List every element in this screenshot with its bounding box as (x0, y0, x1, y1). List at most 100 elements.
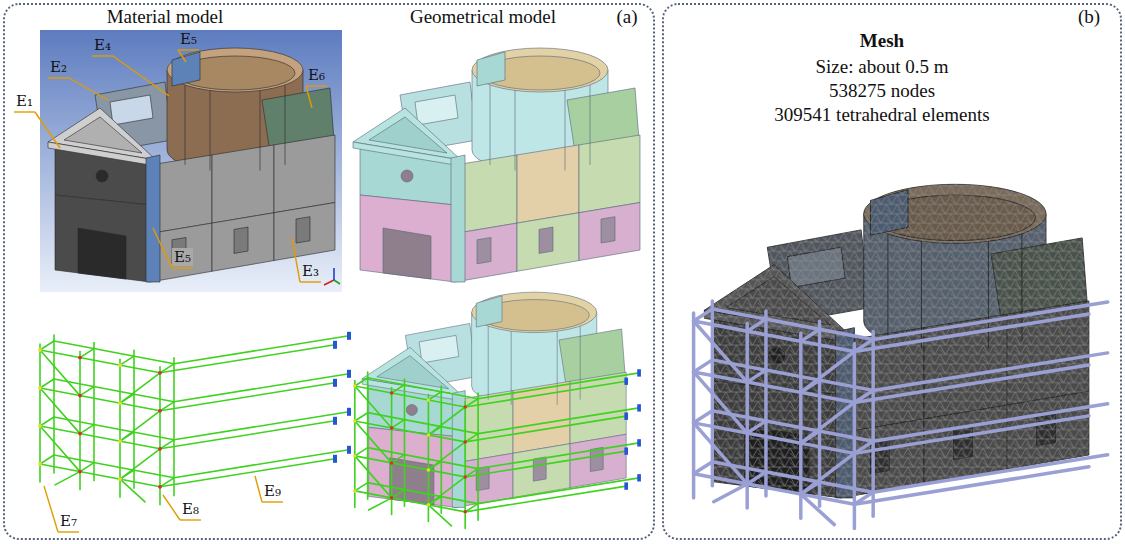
scaffold-member (369, 498, 392, 510)
joint-dot (78, 432, 82, 436)
scaffold-member (55, 472, 80, 485)
scaffold-member (712, 411, 873, 442)
wall-opening (539, 227, 553, 253)
component-label: E₅ (178, 30, 199, 48)
side-wall (212, 213, 274, 272)
drum-top (472, 292, 597, 332)
scaffold-member (160, 459, 335, 487)
figure-panel: Material modelGeometrical model(a) (3, 3, 655, 540)
joint-dot (390, 461, 393, 464)
rail-end (624, 447, 628, 454)
scaffold-member (873, 353, 1108, 391)
rail-end (624, 482, 628, 489)
scaffold-member (174, 412, 349, 440)
leader-line (35, 112, 60, 148)
scaffold-member (392, 455, 405, 463)
scaffold-member (428, 392, 441, 400)
facade (55, 195, 150, 282)
scaffold-member (80, 425, 94, 434)
pilaster-line (557, 331, 558, 405)
scaffold-member (355, 386, 392, 428)
drum-top (864, 184, 1046, 243)
side-wall (579, 203, 640, 261)
scaffold-member (478, 408, 639, 434)
material-model (48, 48, 335, 282)
scaffold-member (160, 383, 335, 411)
joint-dot (390, 496, 393, 499)
leader-lines (14, 50, 327, 532)
leader-line (180, 519, 201, 520)
component-label: E₄ (92, 36, 113, 54)
scaffold-member (355, 483, 368, 491)
side-wall (1007, 391, 1089, 469)
geometric-model (353, 48, 640, 282)
drum-top (472, 48, 608, 92)
drum-top (167, 48, 303, 92)
joint-dot (158, 371, 162, 375)
facade (360, 195, 455, 282)
scaffold-member (873, 455, 1108, 493)
joint-dot (118, 439, 122, 443)
scaffold-member (694, 372, 748, 433)
rail-end (333, 455, 337, 463)
scaffold-member (54, 417, 174, 440)
scaffold-member (428, 394, 430, 521)
round-window (406, 404, 417, 415)
leader-line (44, 486, 58, 532)
leader-line (48, 77, 69, 78)
component-label: E₂ (48, 58, 69, 76)
pilaster-line (285, 85, 286, 165)
scaffold-member (854, 314, 1089, 352)
wall-opening (296, 217, 310, 243)
rail-end (333, 341, 337, 349)
panel-text: 309541 tetrahedral elements (774, 105, 989, 125)
corner-strip (451, 155, 465, 282)
joint-dot (427, 398, 430, 401)
component-label: E₃ (300, 262, 321, 280)
cornice (353, 142, 461, 166)
scaffold-member (478, 443, 639, 469)
panel-text: Geometrical model (410, 7, 556, 27)
scaffold-member (465, 451, 626, 477)
scaffold-member (801, 352, 855, 393)
scaffold-member (747, 472, 766, 484)
joint-dot (463, 405, 466, 408)
component-label: E₇ (58, 512, 79, 530)
leader-line (255, 476, 262, 502)
scaffold-member (93, 343, 95, 481)
scaffold-member (694, 360, 713, 372)
rim-strip (477, 52, 505, 86)
scaffold-member (712, 360, 873, 391)
doorway (78, 228, 126, 279)
scaffold-member (80, 387, 94, 396)
scaffold-member (694, 411, 713, 423)
scaffold-member (39, 344, 41, 482)
scaffold-member (404, 379, 406, 506)
skylight (419, 335, 459, 363)
figure-panel: (b)MeshSize: about 0.5 m538275 nodes3095… (662, 3, 1122, 540)
joint-dot (78, 470, 82, 474)
joint-dot (353, 419, 356, 422)
panel-text: Material model (107, 7, 224, 27)
rail-end (624, 412, 628, 419)
scaffold-member (478, 373, 639, 399)
joint-dot (463, 475, 466, 478)
mesh-overlay (1007, 391, 1089, 469)
component-label: E₉ (262, 482, 283, 500)
joint-dot (78, 394, 82, 398)
scaffold-member (355, 413, 368, 421)
round-window (401, 170, 413, 182)
scaffold-member (428, 505, 451, 526)
scaffold-member (40, 417, 54, 426)
pilaster-line (515, 90, 516, 170)
side-wall (212, 145, 274, 223)
leader-line (178, 50, 186, 62)
pilaster-line (210, 90, 211, 170)
side-wall (274, 135, 335, 213)
panel-text: Size: about 0.5 m (816, 57, 949, 77)
joint-dot (78, 356, 82, 360)
scaffold-member (694, 309, 713, 321)
mesh-overlay (769, 348, 785, 364)
rail-end (637, 439, 641, 446)
